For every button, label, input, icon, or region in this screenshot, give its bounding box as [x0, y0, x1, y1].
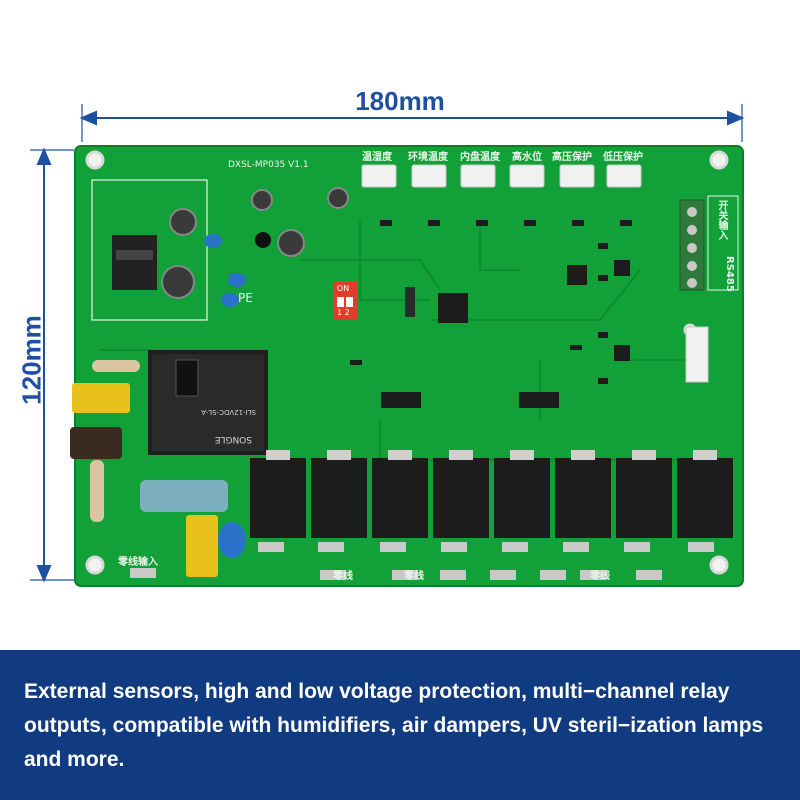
screw-terminal-block	[679, 199, 705, 291]
smd-components	[350, 220, 632, 384]
power-relay	[148, 350, 268, 455]
pcb-illustration	[30, 104, 745, 587]
driver-ic-right	[519, 392, 559, 408]
rs485-ic	[567, 265, 587, 285]
spade-terminals	[130, 542, 714, 580]
safety-capacitor	[186, 515, 218, 577]
capacitors	[161, 187, 349, 307]
white-connector-right	[685, 326, 709, 383]
varistor	[218, 522, 246, 558]
pin-header	[405, 287, 415, 317]
resistor-vertical	[90, 460, 104, 522]
dip-switch	[333, 281, 357, 319]
mcu-chip	[438, 293, 468, 323]
product-photo-scene: 180mm 120mm DXSL-MP035 V1.1 温湿度 环境温度 内盘温…	[16, 86, 745, 587]
transformer	[112, 235, 157, 290]
power-section-outline	[91, 179, 208, 321]
common-mode-choke	[70, 427, 122, 459]
height-dimension-line	[30, 147, 74, 583]
resistor	[92, 360, 140, 372]
caption-banner	[0, 650, 800, 800]
optocoupler-ic	[614, 345, 630, 361]
caption-text: External sensors, high and low voltage p…	[24, 680, 764, 771]
x-capacitor	[72, 383, 130, 413]
sensor-connectors	[361, 164, 642, 188]
optocoupler-ic-2	[614, 260, 630, 276]
fuse-holder	[140, 480, 228, 512]
driver-ic-left	[381, 392, 421, 408]
relay-array	[250, 450, 733, 538]
width-dimension-line	[79, 104, 745, 142]
